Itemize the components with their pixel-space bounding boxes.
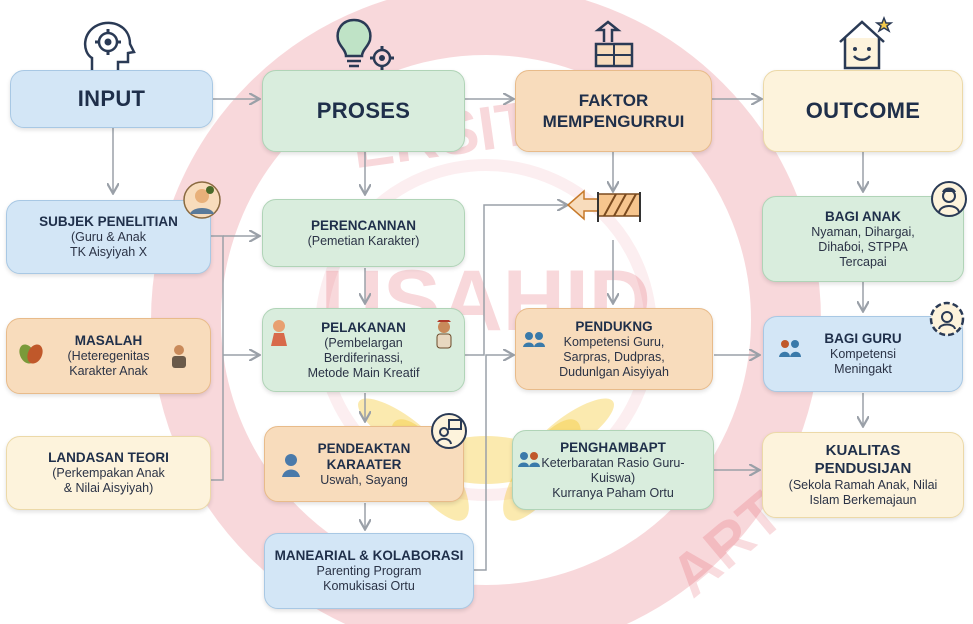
box-manajerial-kolaborasi: MANEARIAL & KOLABORASI Parenting Program… bbox=[264, 533, 474, 609]
box-bagi-anak: BAGI ANAK Nyaman, Dihargai, Dihaɓoi, STP… bbox=[762, 196, 964, 282]
guru-title: BAGI GURU bbox=[824, 331, 902, 346]
box-landasan-teori: LANDASAN TEORI (Perkempakan Anak & Nilai… bbox=[6, 436, 211, 510]
kualitas-line1: (Sekola Ramah Anak, Nilai bbox=[788, 478, 938, 492]
pendukung-line3: Dudunlgan Aisyiyah bbox=[559, 364, 669, 379]
head-gear-icon bbox=[84, 21, 136, 70]
pendekatan-title2: KARAATER bbox=[326, 456, 402, 472]
perencanaan-line1: (Pemetian Karakter) bbox=[307, 233, 420, 248]
perencanaan-title: PERENCANNAN bbox=[310, 217, 416, 233]
anak-line2: Dihaɓoi, STPPA bbox=[818, 239, 908, 254]
anak-line3: Tercapai bbox=[839, 254, 887, 269]
landasan-line1: (Perkempakan Anak bbox=[52, 466, 165, 480]
box-kualitas-pendidikan: KUALITAS PENDUSIJAN (Sekola Ramah Anak, … bbox=[762, 432, 964, 518]
masalah-line2: Karakter Anak bbox=[69, 364, 148, 378]
kualitas-line2: Islam Berkemajaun bbox=[809, 493, 917, 507]
penghambat-line3: Kurranya Paham Ortu bbox=[552, 485, 674, 500]
gate-icon bbox=[566, 189, 641, 222]
growth-blocks-icon bbox=[594, 20, 634, 68]
anak-title: BAGI ANAK bbox=[825, 208, 901, 224]
box-pendekatan-karakter: PENDEAKTAN KARAATER Uswah, Sayang bbox=[264, 426, 464, 502]
penghambat-line2: Kuiswa) bbox=[590, 470, 636, 485]
kualitas-title1: KUALITAS bbox=[825, 442, 901, 459]
header-faktor-label-1: FAKTOR bbox=[578, 91, 649, 110]
gear-person-icon bbox=[929, 301, 965, 337]
anak-line1: Nyaman, Dihargai, bbox=[811, 224, 915, 239]
teacher-group-icon bbox=[779, 340, 801, 357]
header-faktor: FAKTOR MEMPENGURRUI bbox=[515, 70, 712, 152]
header-outcome: OUTCOME bbox=[763, 70, 963, 152]
pelaksanaan-line2: Berdiferinassi, bbox=[323, 350, 404, 365]
pendekatan-line1: Uswah, Sayang bbox=[320, 472, 408, 487]
guru-line2: Meningakt bbox=[834, 362, 892, 376]
pendekatan-title1: PENDEAKTAN bbox=[317, 440, 411, 456]
manajerial-title: MANEARIAL & KOLABORASI bbox=[274, 548, 464, 563]
box-subjek-penelitian: SUBJEK PENELITIAN (Guru & Anak TK Aisyiy… bbox=[6, 200, 211, 274]
people-group-icon bbox=[523, 332, 545, 347]
header-input-label: INPUT bbox=[77, 86, 146, 111]
puzzle-leaves-icon bbox=[19, 344, 43, 364]
manajerial-line1: Parenting Program bbox=[316, 564, 422, 578]
landasan-title: LANDASAN TEORI bbox=[48, 450, 169, 465]
header-faktor-label-2: MEMPENGURRUI bbox=[542, 112, 685, 131]
pelaksanaan-line3: Metode Main Kreatif bbox=[307, 365, 420, 380]
subjek-line2: TK Aisyiyah X bbox=[69, 245, 148, 259]
penghambat-line1: Keterbaratan Rasio Guru- bbox=[541, 455, 685, 470]
girl-figure-icon bbox=[271, 320, 287, 346]
manajerial-line2: Komukisasi Ortu bbox=[323, 579, 415, 593]
pelaksanaan-title: PELAKANAN bbox=[321, 319, 406, 335]
header-proses-label: PROSES bbox=[316, 98, 411, 123]
speaker-presentation-icon bbox=[431, 413, 467, 449]
pendukung-title: PENDUKNG bbox=[575, 318, 653, 334]
masalah-title: MASALAH bbox=[74, 333, 143, 348]
penghambat-title: PENGHAMBAPT bbox=[560, 439, 666, 455]
subjek-title: SUBJEK PENELITIAN bbox=[39, 214, 178, 229]
students-group-icon bbox=[518, 452, 540, 467]
box-bagi-guru: BAGI GURU Kompetensi Meningakt bbox=[763, 316, 963, 392]
lightbulb-gear-icon bbox=[336, 18, 394, 70]
landasan-line2: & Nilai Aisyiyah) bbox=[63, 481, 154, 495]
house-smile-icon bbox=[839, 15, 894, 70]
subjek-line1: (Guru & Anak bbox=[70, 230, 147, 244]
box-pelaksanaan: PELAKANAN (Pembelargan Berdiferinassi, M… bbox=[262, 308, 465, 392]
child-avatar-icon bbox=[931, 181, 967, 217]
boy-figure-icon bbox=[436, 320, 452, 349]
pendukung-line2: Sarpras, Dudpras, bbox=[563, 349, 665, 364]
teacher-avatar-icon bbox=[183, 181, 221, 219]
guru-line1: Kompetensi bbox=[829, 347, 896, 361]
box-perencanaan: PERENCANNAN (Pemetian Karakter) bbox=[262, 199, 465, 267]
header-proses: PROSES bbox=[262, 70, 465, 152]
child-figure-icon bbox=[172, 345, 186, 368]
pendukung-line1: Kompetensi Guru, bbox=[563, 334, 665, 349]
masalah-line1: (Heteregenitas bbox=[67, 349, 150, 363]
pelaksanaan-line1: (Pembelargan bbox=[324, 335, 403, 350]
box-penghambat: PENGHAMBAPT Keterbaratan Rasio Guru- Kui… bbox=[512, 430, 714, 510]
box-pendukung: PENDUKNG Kompetensi Guru, Sarpras, Dudpr… bbox=[515, 308, 713, 390]
kualitas-title2: PENDUSIJAN bbox=[814, 460, 912, 477]
header-outcome-label: OUTCOME bbox=[805, 98, 921, 123]
person-blue-icon bbox=[282, 454, 300, 477]
header-input: INPUT bbox=[10, 70, 213, 128]
